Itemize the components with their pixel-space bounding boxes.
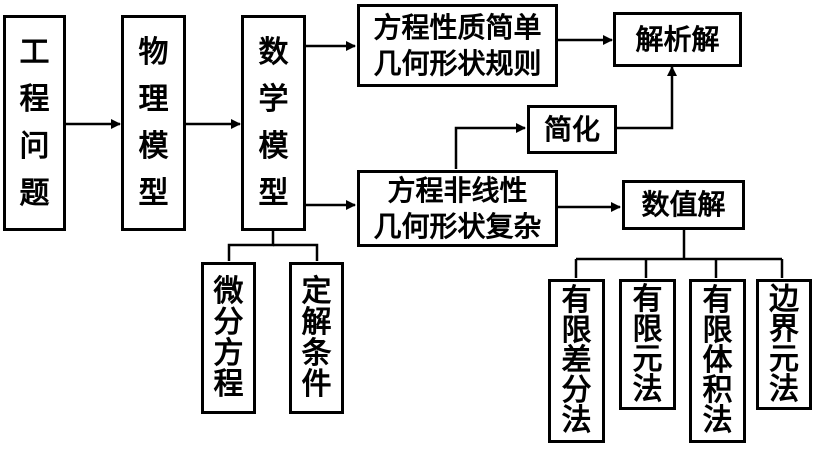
vertical-char: 有 [561,283,592,318]
finite-difference-box: 有限差分法 [548,279,605,443]
vertical-char: 题 [19,176,50,211]
vertical-char: 界 [769,311,799,347]
vertical-char: 件 [301,367,332,402]
simple-case-box: 方程性质简单 几何形状规则 [357,4,558,87]
simple-case-line2: 几何形状规则 [373,46,542,80]
vertical-char: 型 [138,176,169,211]
vertical-char: 条 [301,336,332,371]
branch-math-to-conditions-2 [273,243,319,261]
simplify-box: 简化 [527,105,617,154]
differential-equation-box: 微分方程 [201,262,256,414]
vertical-char: 分 [213,305,244,340]
physical-model-box: 物理模型 [121,15,186,231]
vertical-char: 元 [769,341,799,377]
complex-case-line2: 几何形状复杂 [373,209,542,243]
vertical-char: 解 [301,305,332,340]
analytical-solution-box: 解析解 [613,12,742,67]
vertical-char: 学 [258,82,289,117]
engineering-problem-box: 工程问题 [3,15,66,231]
vertical-char: 限 [632,311,663,347]
arrow-complex-to-simplify [454,123,526,169]
simple-case-line1: 方程性质简单 [373,10,542,44]
numerical-solution-box: 数值解 [622,180,745,230]
vertical-char: 法 [702,403,733,438]
vertical-char: 方 [213,336,244,371]
vertical-char: 型 [258,176,289,211]
vertical-char: 物 [138,35,169,70]
branch-math-to-conditions [227,230,275,261]
boundary-element-box: 边界元法 [756,279,812,410]
vertical-char: 法 [769,371,799,407]
vertical-char: 边 [769,281,799,317]
vertical-char: 模 [258,129,289,164]
vertical-char: 理 [138,82,169,117]
vertical-char: 法 [632,371,663,407]
finite-element-box: 有限元法 [619,279,676,410]
vertical-char: 差 [561,343,592,378]
vertical-char: 模 [138,129,169,164]
vertical-char: 问 [19,129,50,164]
vertical-char: 微 [213,274,244,309]
vertical-char: 有 [632,281,663,317]
vertical-char: 分 [561,373,592,408]
vertical-char: 数 [258,35,289,70]
vertical-char: 体 [702,343,733,378]
vertical-char: 积 [702,373,733,408]
numerical-solution-label: 数值解 [641,188,726,221]
complex-case-line1: 方程非线性 [387,173,528,207]
arrow-simplify-to-analytical [617,66,677,130]
vertical-char: 工 [19,35,50,70]
vertical-char: 法 [561,403,592,438]
vertical-char: 程 [19,82,50,117]
vertical-char: 限 [561,313,592,348]
analytical-solution-label: 解析解 [635,22,720,56]
complex-case-box: 方程非线性 几何形状复杂 [357,170,558,247]
simplify-label: 简化 [543,112,600,146]
vertical-char: 元 [632,341,663,377]
solution-conditions-box: 定解条件 [289,262,344,414]
vertical-char: 有 [702,283,733,318]
vertical-char: 定 [301,274,332,309]
vertical-char: 限 [702,313,733,348]
math-model-box: 数学模型 [241,15,306,231]
vertical-char: 程 [213,367,244,402]
finite-volume-box: 有限体积法 [689,279,746,443]
